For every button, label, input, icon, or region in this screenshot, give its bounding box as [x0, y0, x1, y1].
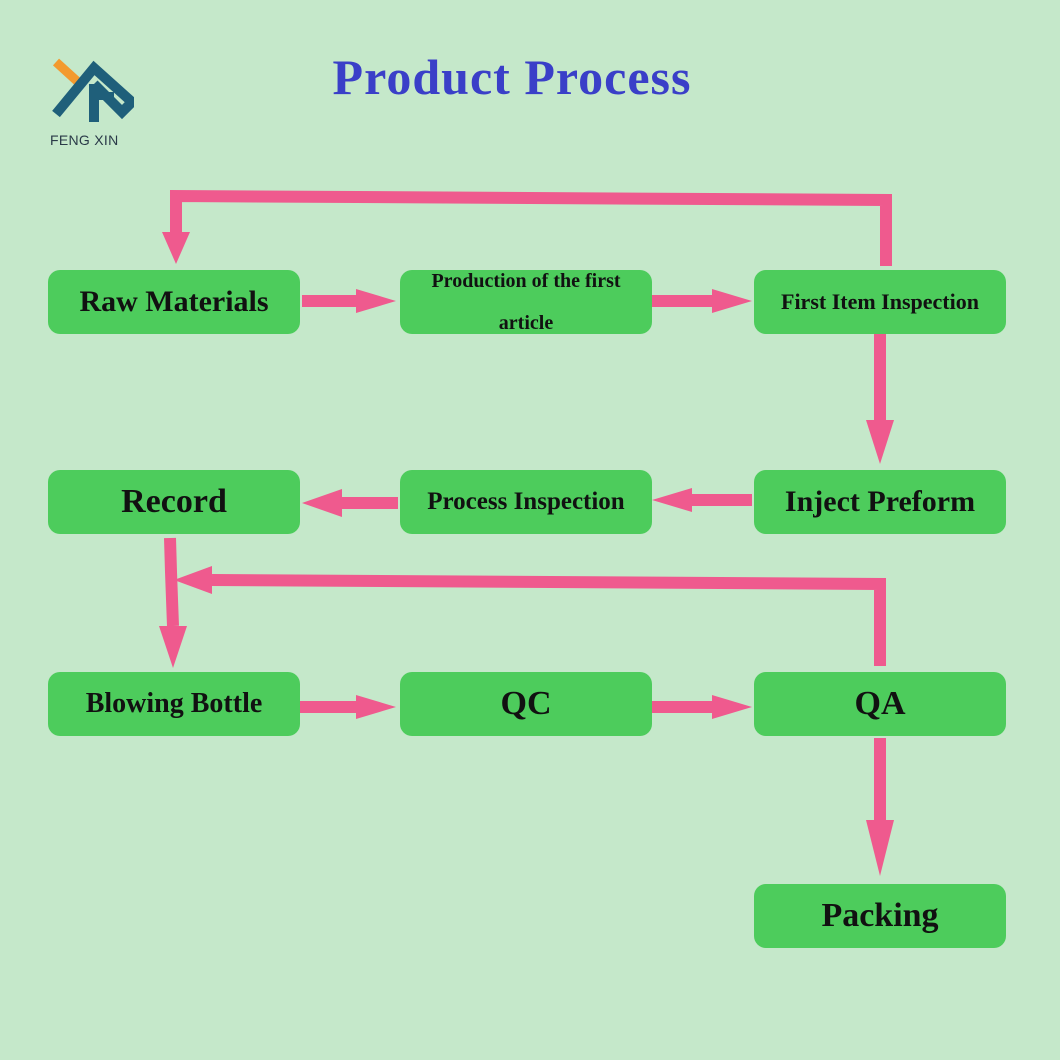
node-blowing-bottle: Blowing Bottle	[48, 672, 300, 736]
arrowhead-record-to-blowing	[159, 626, 187, 668]
node-first-item-inspection: First Item Inspection	[754, 270, 1006, 334]
node-process-inspection: Process Inspection	[400, 470, 652, 534]
arrowhead-inspection-to-inject	[866, 420, 894, 464]
arrowhead-qc-to-qa	[712, 695, 752, 719]
node-record: Record	[48, 470, 300, 534]
arrow-qa-to-blowing	[211, 574, 886, 666]
node-qc: QC	[400, 672, 652, 736]
arrowhead-raw-to-production	[356, 289, 396, 313]
arrowhead-process-to-record	[302, 489, 342, 517]
brand-name: FENG XIN	[50, 132, 119, 148]
arrow-record-to-blowing	[164, 537, 179, 627]
node-inject-preform: Inject Preform	[754, 470, 1006, 534]
arrowhead-blowing-to-qc	[356, 695, 396, 719]
arrowhead-inspection-to-raw	[162, 232, 190, 264]
page-title: Product Process	[332, 49, 692, 105]
node-qa: QA	[754, 672, 1006, 736]
arrowhead-inject-to-process	[652, 488, 692, 512]
node-raw-materials: Raw Materials	[48, 270, 300, 334]
arrowhead-production-to-inspection	[712, 289, 752, 313]
fengxin-logo-icon	[52, 58, 134, 122]
arrowhead-qa-to-packing	[866, 820, 894, 876]
arrowhead-qa-to-blowing	[174, 566, 212, 594]
node-production-first-article: Production of the first article	[400, 270, 652, 334]
node-packing: Packing	[754, 884, 1006, 948]
arrow-inspection-to-raw	[170, 189, 892, 266]
brand-logo: FENG XIN	[48, 52, 138, 152]
